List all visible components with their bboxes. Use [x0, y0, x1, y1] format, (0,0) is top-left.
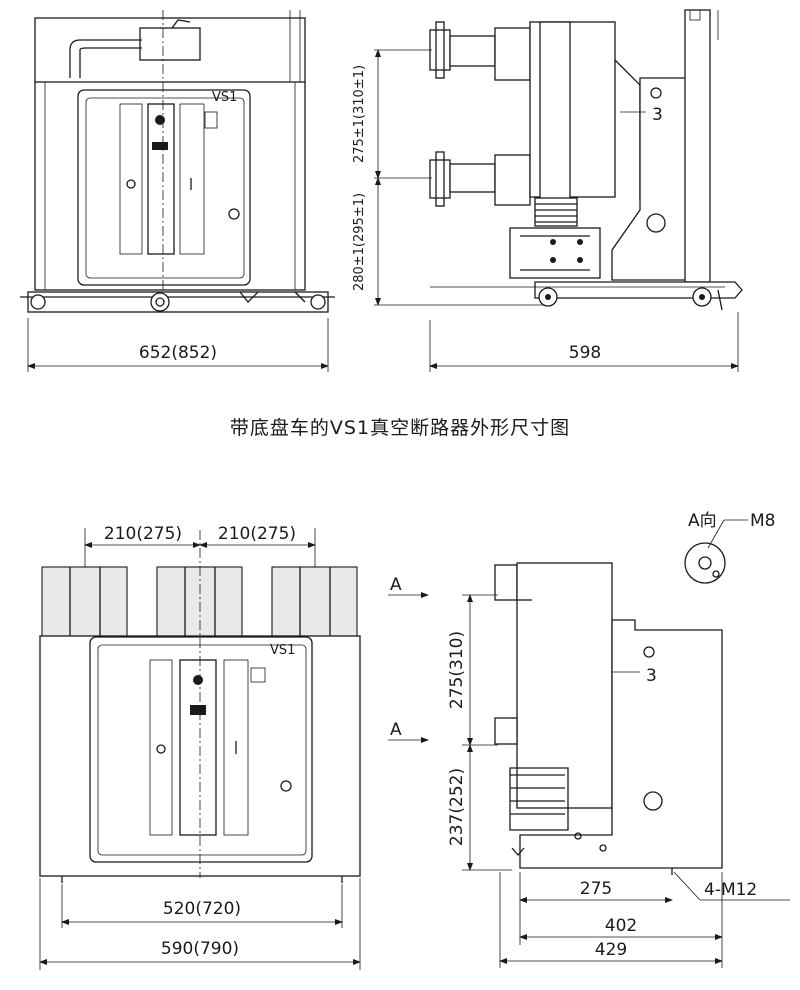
section-mark-a-upper: A	[390, 575, 402, 595]
drawing-caption: 带底盘车的VS1真空断路器外形尺寸图	[230, 417, 570, 439]
width-outer-label: 590(790)	[161, 939, 239, 959]
bottom-width-dimensions: 520(720) 590(790)	[39, 878, 361, 970]
height-lower-label: 237(252)	[447, 768, 467, 846]
top-callout-label: 3	[652, 105, 663, 125]
bottom-callout: 3	[612, 666, 657, 686]
bottom-front-view: VS1	[39, 530, 361, 883]
phase-spacing-right-label: 210(275)	[218, 524, 296, 544]
bottom-callout-label: 3	[646, 666, 657, 686]
top-height-lower-label: 280±1(295±1)	[352, 193, 367, 291]
mount-bolts-label: 4-M12	[704, 880, 757, 900]
bottom-side-view	[494, 562, 723, 875]
bottom-front-model-label: VS1	[270, 643, 295, 658]
top-front-model-label: VS1	[212, 90, 237, 105]
top-depth-label: 598	[569, 343, 601, 363]
top-front-view: VS1	[20, 10, 335, 313]
bottom-phase-spacing: 210(275) 210(275)	[84, 524, 316, 567]
bottom-section-arrows: A A	[388, 575, 429, 743]
view-a-label: A向	[688, 511, 717, 531]
depth-429-label: 429	[595, 940, 627, 960]
top-width-label: 652(852)	[139, 343, 217, 363]
depth-402-label: 402	[605, 916, 637, 936]
top-width-dimension: 652(852)	[27, 318, 329, 372]
width-inner-label: 520(720)	[163, 899, 241, 919]
top-height-upper-label: 275±1(310±1)	[352, 65, 367, 163]
bottom-depth-dimensions: 275 402 429	[499, 872, 723, 968]
top-callout: 3	[620, 105, 663, 125]
phase-spacing-left-label: 210(275)	[104, 524, 182, 544]
section-mark-a-lower: A	[390, 720, 402, 740]
view-a-thread-label: M8	[750, 511, 775, 531]
top-depth-dimension: 598	[429, 312, 739, 372]
depth-275-label: 275	[580, 879, 612, 899]
top-side-view	[429, 9, 743, 311]
mount-bolt-callout: 4-M12	[673, 871, 790, 901]
top-height-dimensions: 275±1(310±1) 280±1(295±1)	[352, 49, 545, 306]
bottom-height-dimensions: 275(310) 237(252)	[447, 594, 512, 871]
view-a-detail: A向 M8	[684, 511, 775, 584]
height-upper-label: 275(310)	[447, 631, 467, 709]
